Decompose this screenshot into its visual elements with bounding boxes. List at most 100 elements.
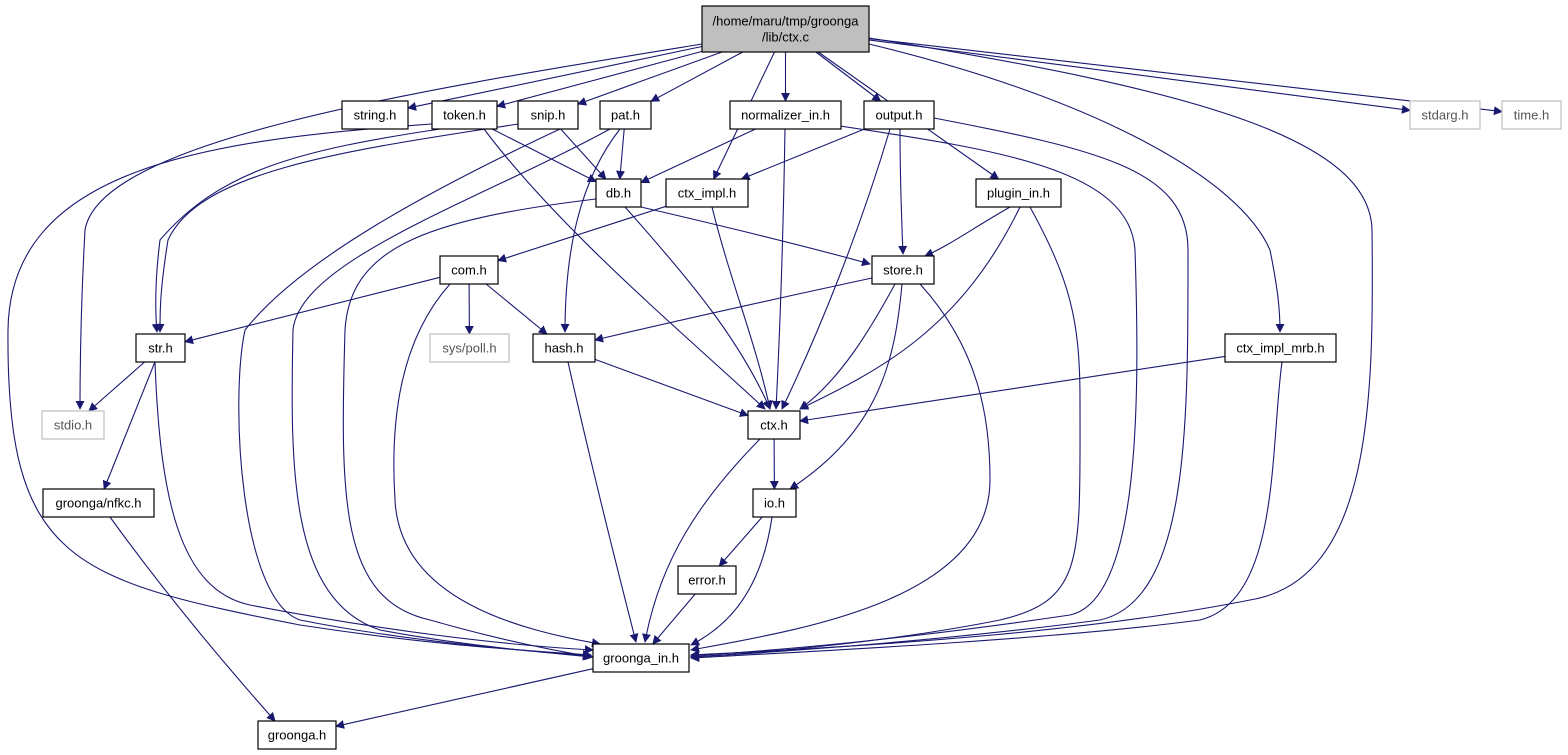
node-output-h[interactable]: output.h [863, 100, 935, 130]
edge-token-h-to-str-h [151, 128, 441, 333]
node-label: plugin_in.h [987, 186, 1050, 201]
node-box [341, 100, 409, 130]
node-ctx-impl-mrb-h[interactable]: ctx_impl_mrb.h [1224, 333, 1337, 363]
edge [342, 198, 597, 661]
edge [690, 37, 1373, 660]
edge [407, 45, 703, 111]
edge [151, 128, 441, 333]
node-ctx-h[interactable]: ctx.h [747, 410, 801, 440]
node-hash-h[interactable]: hash.h [532, 333, 596, 363]
edge-ctx-c-to-ctx-impl-mrb-h [868, 43, 1285, 333]
edge-ctx-c-to-output-h [815, 51, 882, 102]
edge-output-h-to-ctx-h [781, 128, 891, 410]
node-stdio-h: stdio.h [41, 410, 105, 440]
node-box [592, 643, 690, 673]
edge [690, 283, 991, 653]
node-ctx-impl-h[interactable]: ctx_impl.h [665, 178, 749, 208]
edge-ctx-c-to-pat-h [650, 51, 743, 102]
edge-ctx-impl-mrb-h-to-ctx-h [799, 355, 1226, 425]
node-time-h: time.h [1501, 100, 1562, 130]
node-label: stdarg.h [1422, 108, 1469, 123]
edge-db-h-to-store-h [640, 206, 871, 267]
edge-db-h-to-groonga-in-h [342, 198, 597, 661]
edge-groonga-in-h-to-groonga-h [335, 668, 594, 729]
edge [642, 438, 761, 643]
node-normalizer-in-h[interactable]: normalizer_in.h [729, 100, 842, 130]
edge-pat-h-to-hash-h [560, 128, 621, 333]
edge [154, 361, 594, 655]
node-label: io.h [764, 496, 785, 511]
edge [291, 128, 611, 661]
node-str-h[interactable]: str.h [135, 333, 186, 363]
edge [594, 358, 749, 417]
node-com-h[interactable]: com.h [439, 255, 499, 285]
edge-token-h-to-groonga-in-h [7, 123, 592, 659]
edge [799, 355, 1226, 425]
node-error-h[interactable]: error.h [677, 565, 737, 595]
edge [184, 276, 441, 345]
node-token-h[interactable]: token.h [431, 100, 498, 130]
edge [815, 51, 882, 102]
edge-store-h-to-ctx-h [799, 283, 896, 410]
edge [799, 283, 896, 410]
node-groonga-h[interactable]: groonga.h [257, 720, 337, 750]
edge [496, 50, 703, 109]
edge-ctx-impl-h-to-com-h [497, 205, 667, 263]
node-groonga-in-h[interactable]: groonga_in.h [592, 643, 690, 673]
edge-snip-h-to-db-h [560, 128, 607, 180]
node-snip-h[interactable]: snip.h [517, 100, 579, 130]
edge [624, 206, 771, 410]
edge [868, 38, 1503, 116]
node-label: str.h [148, 341, 173, 356]
node-ctx-c[interactable]: /home/maru/tmp/groonga/lib/ctx.c [701, 5, 870, 53]
edge-ctx-c-to-snip-h [577, 51, 723, 106]
node-groonga-nfkc-h[interactable]: groonga/nfkc.h [42, 488, 155, 518]
edge [690, 361, 1283, 663]
edge-ctx-c-to-groonga-in-h [690, 37, 1373, 660]
edge-token-h-to-ctx-h [483, 128, 766, 410]
node-box [599, 100, 652, 130]
edge [718, 516, 763, 567]
node-io-h[interactable]: io.h [752, 488, 797, 518]
node-db-h[interactable]: db.h [595, 178, 642, 208]
node-plugin-in-h[interactable]: plugin_in.h [975, 178, 1062, 208]
edge-ctx-h-to-groonga-in-h [642, 438, 761, 643]
node-label: /home/maru/tmp/groonga [713, 14, 860, 29]
edge [868, 43, 1285, 333]
edge [75, 43, 703, 410]
node-box [257, 720, 337, 750]
edge-store-h-to-hash-h [594, 277, 873, 343]
node-box [429, 333, 510, 363]
edge-ctx-c-to-stdarg-h [868, 39, 1411, 114]
edge-snip-h-to-groonga-in-h [238, 128, 592, 660]
edge [652, 593, 696, 645]
edge [690, 516, 773, 646]
edge-db-h-to-ctx-h [624, 206, 771, 410]
edge-str-h-to-groonga-nfkc-h [102, 361, 156, 490]
node-label: /lib/ctx.c [762, 30, 809, 45]
node-label: ctx_impl.h [678, 186, 737, 201]
edge-plugin-in-h-to-ctx-h [799, 206, 1021, 410]
node-pat-h[interactable]: pat.h [599, 100, 652, 130]
edge [497, 205, 667, 263]
edge-layer [7, 37, 1503, 729]
edge [577, 51, 723, 106]
node-label: time.h [1514, 108, 1549, 123]
node-label: token.h [443, 108, 486, 123]
edge [781, 128, 891, 410]
edge [155, 123, 519, 333]
edge-normalizer-in-h-to-ctx-h [771, 128, 786, 410]
edge [560, 128, 621, 333]
edge-com-h-to-groonga-in-h [393, 283, 601, 648]
edge [898, 128, 908, 255]
node-string-h[interactable]: string.h [341, 100, 409, 130]
node-box [747, 410, 801, 440]
edge-hash-h-to-ctx-h [594, 358, 749, 417]
node-label: ctx_impl_mrb.h [1236, 341, 1324, 356]
node-store-h[interactable]: store.h [871, 255, 935, 285]
edge [335, 668, 594, 729]
edge [7, 123, 592, 659]
edge-error-h-to-groonga-in-h [652, 593, 696, 645]
edge-normalizer-in-h-to-groonga-in-h [690, 125, 1138, 660]
edge [616, 128, 625, 180]
